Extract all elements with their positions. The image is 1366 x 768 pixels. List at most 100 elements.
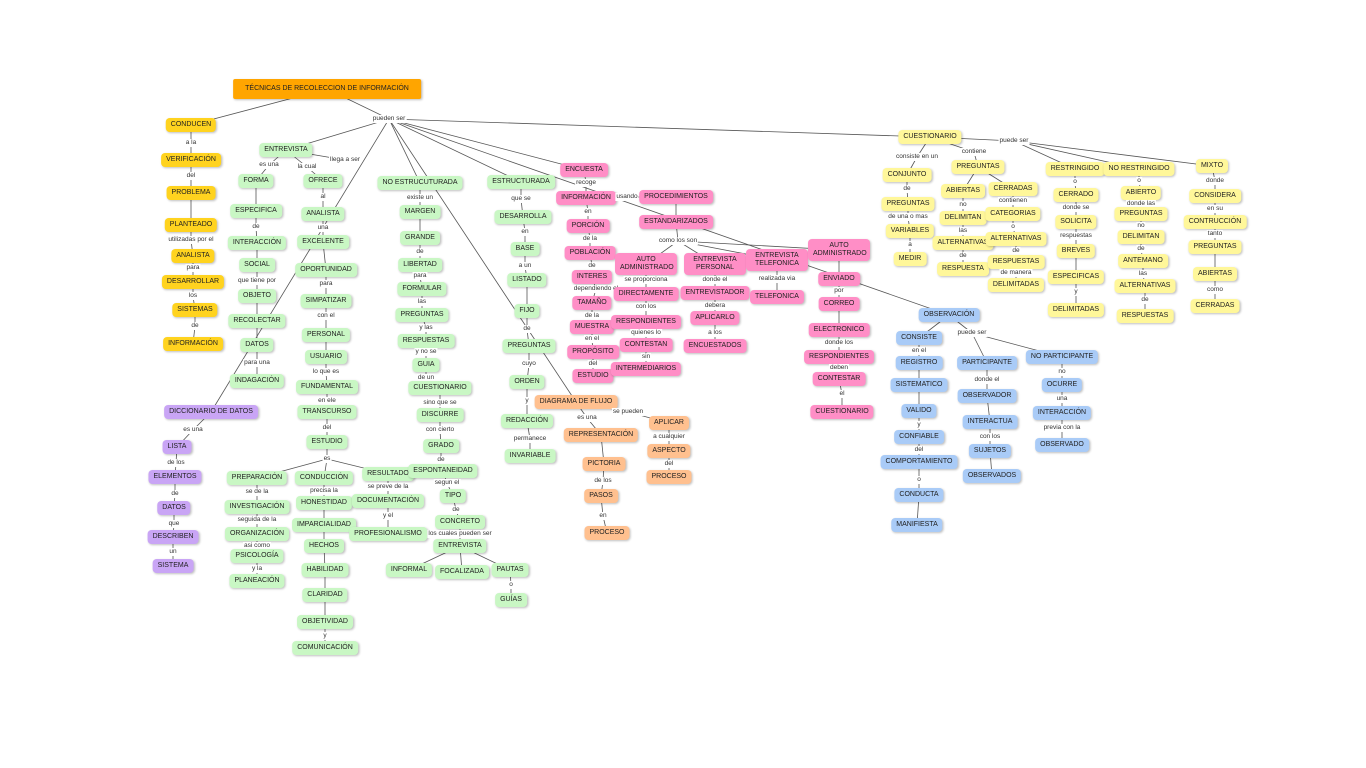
concept-solicita[interactable]: SOLICITA bbox=[1055, 215, 1097, 229]
concept-restringido[interactable]: RESTRINGIDO bbox=[1045, 162, 1105, 176]
concept-alternativas2[interactable]: ALTERNATIVAS bbox=[985, 232, 1047, 246]
concept-respuestas2[interactable]: RESPUESTAS bbox=[987, 255, 1045, 269]
concept-breves[interactable]: BREVES bbox=[1056, 244, 1096, 258]
concept-interaccion1[interactable]: INTERACCIÓN bbox=[227, 236, 287, 250]
concept-abiertas1[interactable]: ABIERTAS bbox=[941, 184, 985, 198]
concept-root[interactable]: TÉCNICAS DE RECOLECCION DE INFORMACIÓN bbox=[233, 79, 421, 99]
concept-social[interactable]: SOCIAL bbox=[239, 258, 275, 272]
concept-planeacion[interactable]: PLANEACIÓN bbox=[229, 574, 285, 588]
concept-entrevistador[interactable]: ENTREVISTADOR bbox=[680, 286, 750, 300]
concept-respuesta1[interactable]: RESPUESTA bbox=[937, 262, 989, 276]
concept-preguntas2[interactable]: PREGUNTAS bbox=[502, 339, 556, 353]
concept-delimitadas1[interactable]: DELIMITADAS bbox=[987, 278, 1045, 292]
concept-respuestas1[interactable]: RESPUESTAS bbox=[397, 334, 455, 348]
concept-enviado[interactable]: ENVIADO bbox=[818, 272, 860, 286]
concept-problema[interactable]: PROBLEMA bbox=[166, 186, 216, 200]
concept-abiertas2[interactable]: ABIERTAS bbox=[1193, 267, 1237, 281]
concept-considera[interactable]: CONSIDERA bbox=[1189, 189, 1241, 203]
concept-conducta[interactable]: CONDUCTA bbox=[894, 488, 944, 502]
concept-fijo[interactable]: FIJO bbox=[514, 304, 540, 318]
concept-diccionario[interactable]: DICCIONARIO DE DATOS bbox=[164, 405, 258, 419]
concept-antemano[interactable]: ANTEMANO bbox=[1118, 254, 1168, 268]
concept-respondientes1[interactable]: RESPONDIENTES bbox=[611, 315, 681, 329]
concept-describen[interactable]: DESCRIBEN bbox=[147, 530, 199, 544]
concept-observacion[interactable]: OBSERVACIÓN bbox=[918, 308, 980, 322]
concept-proceso1[interactable]: PROCESO bbox=[584, 526, 630, 540]
concept-norestringido[interactable]: NO RESTRINGIDO bbox=[1103, 162, 1175, 176]
concept-sistema[interactable]: SISTEMA bbox=[152, 559, 194, 573]
concept-cuestionario1[interactable]: CUESTIONARIO bbox=[408, 381, 472, 395]
concept-directamente[interactable]: DIRECTAMENTE bbox=[613, 287, 679, 301]
concept-listado[interactable]: LISTADO bbox=[507, 273, 547, 287]
concept-observados[interactable]: OBSERVADOS bbox=[962, 469, 1022, 483]
concept-organizacion[interactable]: ORGANIZACIÓN bbox=[224, 527, 290, 541]
concept-medir[interactable]: MEDIR bbox=[893, 252, 927, 266]
concept-contruccion[interactable]: CONTRUCCIÓN bbox=[1183, 215, 1247, 229]
concept-aspecto[interactable]: ASPECTO bbox=[647, 444, 691, 458]
concept-informacion2[interactable]: INFORMACIÓN bbox=[556, 191, 616, 205]
concept-observador[interactable]: OBSERVADOR bbox=[957, 389, 1017, 403]
concept-interaccion2[interactable]: INTERACCIÓN bbox=[1032, 406, 1092, 420]
concept-entpersonal[interactable]: ENTREVISTA PERSONAL bbox=[684, 253, 746, 275]
concept-datos1[interactable]: DATOS bbox=[157, 501, 191, 515]
concept-representacion[interactable]: REPRESENTACIÓN bbox=[563, 428, 639, 442]
concept-oportunidad[interactable]: OPORTUNIDAD bbox=[295, 263, 357, 277]
concept-orden[interactable]: ORDEN bbox=[509, 375, 545, 389]
concept-espontaneidad[interactable]: ESPONTANEIDAD bbox=[408, 464, 478, 478]
concept-planteado[interactable]: PLANTEADO bbox=[164, 218, 218, 232]
concept-elementos[interactable]: ELEMENTOS bbox=[148, 470, 202, 484]
concept-preguntas5[interactable]: PREGUNTAS bbox=[1114, 207, 1168, 221]
concept-honestidad[interactable]: HONESTIDAD bbox=[296, 496, 352, 510]
concept-enttelefonica[interactable]: ENTREVISTA TELEFONICA bbox=[746, 249, 808, 271]
concept-invariable[interactable]: INVARIABLE bbox=[504, 449, 556, 463]
concept-pictoria[interactable]: PICTORIA bbox=[582, 457, 626, 471]
concept-guias[interactable]: GUÍAS bbox=[495, 593, 527, 607]
concept-guia[interactable]: GUIA bbox=[412, 358, 440, 372]
concept-analista2[interactable]: ANALISTA bbox=[301, 207, 345, 221]
concept-sistematico[interactable]: SISTEMATICO bbox=[890, 378, 948, 392]
concept-pasos[interactable]: PASOS bbox=[584, 489, 618, 503]
concept-habilidad[interactable]: HABILIDAD bbox=[301, 563, 349, 577]
concept-confiable[interactable]: CONFIABLE bbox=[894, 430, 944, 444]
concept-documentacion[interactable]: DOCUMENTACIÓN bbox=[351, 494, 425, 508]
concept-intermediarios[interactable]: INTERMEDIARIOS bbox=[610, 362, 682, 376]
concept-procedimientos[interactable]: PROCEDIMIENTOS bbox=[639, 190, 713, 204]
concept-aplicarlo[interactable]: APLICARLO bbox=[690, 311, 740, 325]
concept-porcion[interactable]: PORCIÓN bbox=[566, 219, 610, 233]
concept-manifiesta[interactable]: MANIFIESTA bbox=[891, 518, 943, 532]
concept-excelente[interactable]: EXCELENTE bbox=[297, 235, 349, 249]
concept-pautas[interactable]: PAUTAS bbox=[491, 563, 529, 577]
concept-especificas[interactable]: ESPECIFICAS bbox=[1047, 270, 1105, 284]
concept-margen[interactable]: MARGEN bbox=[399, 205, 441, 219]
concept-interes[interactable]: INTERES bbox=[571, 270, 613, 284]
concept-variables[interactable]: VARIABLES bbox=[885, 224, 935, 238]
concept-delimitadas2[interactable]: DELIMITADAS bbox=[1047, 303, 1105, 317]
concept-contestan[interactable]: CONTESTAN bbox=[619, 338, 673, 352]
concept-mixto[interactable]: MIXTO bbox=[1195, 159, 1229, 173]
concept-participante[interactable]: PARTICIPANTE bbox=[957, 356, 1017, 370]
concept-encuesta[interactable]: ENCUESTA bbox=[560, 163, 608, 177]
concept-electronico[interactable]: ELECTRONICO bbox=[808, 323, 870, 337]
concept-autoadm2[interactable]: AUTO ADMINISTRADO bbox=[808, 239, 870, 261]
concept-desarrollar[interactable]: DESARROLLAR bbox=[161, 275, 225, 289]
concept-diagrama[interactable]: DIAGRAMA DE FLUJO bbox=[534, 395, 618, 409]
concept-proceso2[interactable]: PROCESO bbox=[646, 470, 692, 484]
concept-proposito[interactable]: PROPÓSITO bbox=[567, 345, 619, 359]
concept-analista1[interactable]: ANALISTA bbox=[171, 249, 215, 263]
concept-grande[interactable]: GRANDE bbox=[400, 231, 440, 245]
concept-focalizada[interactable]: FOCALIZADA bbox=[435, 565, 489, 579]
concept-desarrolla[interactable]: DESARROLLA bbox=[494, 210, 552, 224]
concept-concreto[interactable]: CONCRETO bbox=[435, 515, 485, 529]
concept-encuestados[interactable]: ENCUESTADOS bbox=[683, 339, 747, 353]
concept-sistemas[interactable]: SISTEMAS bbox=[172, 303, 218, 317]
concept-alternativas1[interactable]: ALTERNATIVAS bbox=[932, 236, 994, 250]
concept-preparacion[interactable]: PREPARACIÓN bbox=[226, 471, 288, 485]
concept-preguntas6[interactable]: PREGUNTAS bbox=[1188, 240, 1242, 254]
concept-aplicar[interactable]: APLICAR bbox=[649, 416, 689, 430]
concept-preguntas1[interactable]: PREGUNTAS bbox=[395, 308, 449, 322]
concept-poblacion[interactable]: POBLACIÓN bbox=[564, 246, 616, 260]
concept-resultado[interactable]: RESULTADO bbox=[362, 467, 414, 481]
concept-estandarizados[interactable]: ESTANDARIZADOS bbox=[639, 215, 713, 229]
concept-informal[interactable]: INFORMAL bbox=[385, 563, 433, 577]
concept-investigacion[interactable]: INVESTIGACIÓN bbox=[224, 500, 290, 514]
